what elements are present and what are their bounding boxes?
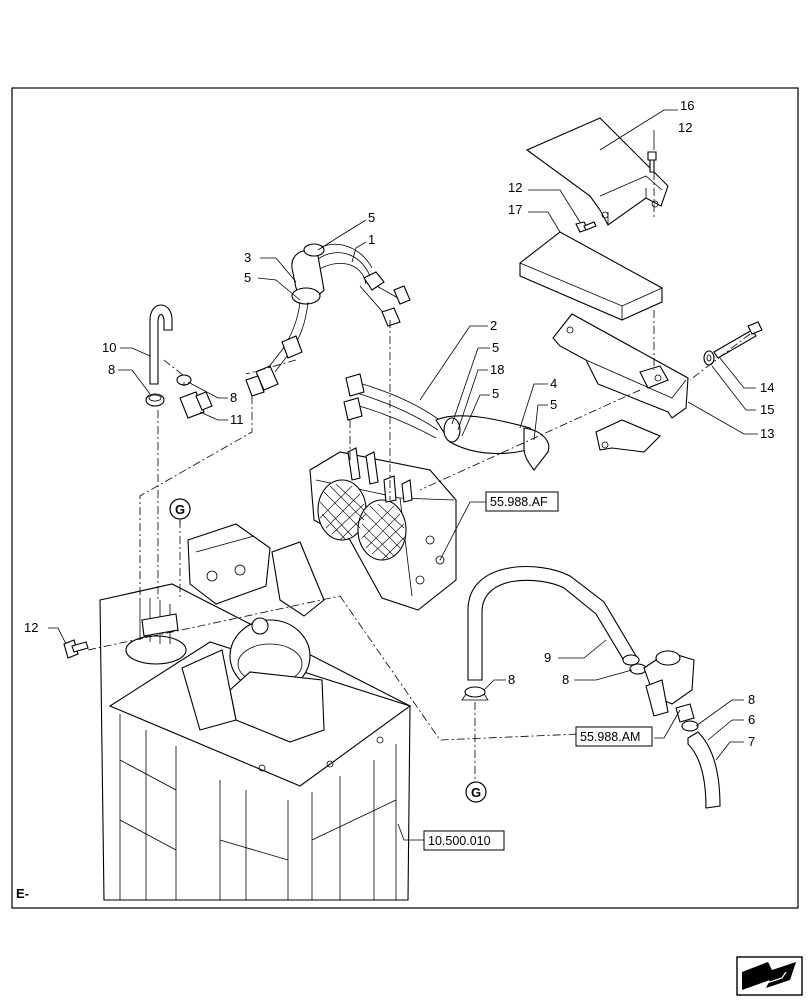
callout-8-right-c: 8 (748, 692, 755, 707)
callout-10: 10 (102, 340, 116, 355)
frame-label: E- (16, 886, 29, 901)
diagram-frame (11, 87, 799, 909)
callout-5-c: 5 (492, 340, 499, 355)
reference-55-988-am[interactable]: 55.988.AM (575, 726, 653, 747)
bracket-13 (552, 313, 689, 453)
callout-17: 17 (508, 202, 522, 217)
callout-11: 11 (230, 412, 244, 427)
fitting-11 (179, 391, 213, 419)
def-tank-assembly (99, 523, 412, 901)
bolt-12-mid (575, 221, 597, 233)
insulation-block-17 (519, 231, 663, 321)
callout-18: 18 (490, 362, 504, 377)
svg-text:G: G (471, 785, 481, 800)
hose-7 (687, 731, 721, 809)
callout-12-left: 12 (24, 620, 38, 635)
reference-55-988-af[interactable]: 55.988.AF (485, 491, 559, 512)
callout-8-left: 8 (108, 362, 115, 377)
callout-2: 2 (490, 318, 497, 333)
callout-8-right-a: 8 (562, 672, 569, 687)
clamp-8-right-b (629, 663, 647, 675)
callout-7: 7 (748, 734, 755, 749)
callout-5-b: 5 (244, 270, 251, 285)
callout-5-e: 5 (550, 397, 557, 412)
coolant-line-assembly-2 (343, 373, 550, 471)
clamp-8-right-a (461, 686, 489, 701)
callout-12-top: 12 (678, 120, 692, 135)
bolt-12-left (63, 639, 89, 659)
bolt-14 (713, 321, 763, 359)
clamp-8-right-c (681, 720, 699, 732)
clamp-8-left (145, 393, 165, 407)
heat-shield-16 (525, 117, 669, 226)
callout-16: 16 (680, 98, 694, 113)
coolant-valve (643, 650, 695, 723)
washer-15 (703, 350, 715, 366)
callout-5-d: 5 (492, 386, 499, 401)
callout-12-mid: 12 (508, 180, 522, 195)
connector-g-bottom: G (465, 781, 487, 803)
hose-9 (467, 566, 640, 681)
callout-14: 14 (760, 380, 774, 395)
callout-9: 9 (544, 650, 551, 665)
installation-lines (87, 172, 751, 790)
dosing-line-assembly-1 (245, 243, 411, 397)
callout-13: 13 (760, 426, 774, 441)
svg-text:55.988.AF: 55.988.AF (490, 495, 548, 509)
callout-8-mid: 8 (230, 390, 237, 405)
callout-6: 6 (748, 712, 755, 727)
dosing-module (309, 447, 457, 611)
reference-10-500-010[interactable]: 10.500.010 (423, 830, 505, 851)
leader-lines (48, 109, 758, 841)
next-page-arrow-icon[interactable] (736, 956, 803, 996)
svg-text:10.500.010: 10.500.010 (428, 834, 491, 848)
callout-3: 3 (244, 250, 251, 265)
callout-labels: 16 12 12 17 5 1 3 5 2 5 18 5 4 5 14 15 1… (24, 98, 774, 749)
svg-text:55.988.AM: 55.988.AM (580, 730, 640, 744)
svg-text:G: G (175, 502, 185, 517)
callout-4: 4 (550, 376, 557, 391)
connector-g-top: G (169, 498, 191, 520)
callout-8-right-b: 8 (508, 672, 515, 687)
callout-15: 15 (760, 402, 774, 417)
hose-10 (149, 304, 173, 385)
callout-5-a: 5 (368, 210, 375, 225)
callout-1: 1 (368, 232, 375, 247)
